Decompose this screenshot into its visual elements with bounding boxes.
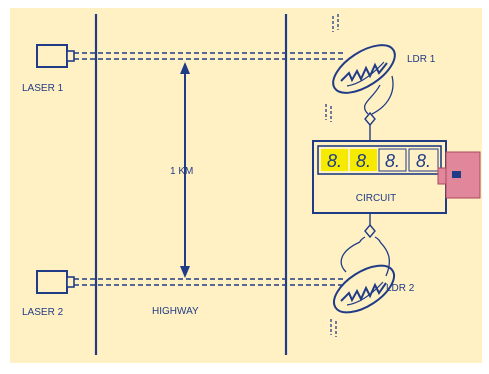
- laser-nozzle: [66, 50, 75, 62]
- distance-arrow: [180, 62, 190, 278]
- display-digit: 8.: [356, 151, 371, 171]
- display-digit-cell: [350, 149, 377, 171]
- ldr-body: [333, 264, 395, 314]
- laser-2: [36, 270, 75, 294]
- ldr-lead-left: [340, 241, 361, 273]
- circuit-label: CIRCUIT: [356, 193, 397, 204]
- ldr-1-label: LDR 1: [407, 54, 436, 65]
- laser-2-label: LASER 2: [22, 307, 64, 318]
- laser-emitter-icon: [36, 44, 68, 68]
- distance-label: 1 KM: [170, 166, 193, 177]
- arrow-up-icon: [180, 62, 190, 74]
- ldr-lead-right: [379, 241, 391, 277]
- arrow-down-icon: [180, 266, 190, 278]
- ldr-2-label: LDR 2: [386, 283, 415, 294]
- laser-nozzle: [66, 276, 75, 288]
- laser-beam-1: [74, 52, 346, 60]
- display-digit-cell: [378, 148, 407, 172]
- plug-body: [445, 151, 481, 199]
- laser-1: [36, 44, 75, 68]
- display-digit: 8.: [327, 151, 342, 171]
- ldr-body: [332, 44, 396, 94]
- display-digit-cell: [408, 148, 439, 172]
- ldr-connector: [364, 223, 376, 239]
- laser-1-label: LASER 1: [22, 83, 64, 94]
- display-digit: 8.: [416, 151, 431, 171]
- ldr-arc: [346, 281, 384, 306]
- plug-slot: [452, 171, 461, 178]
- highway-label: HIGHWAY: [152, 306, 199, 317]
- light-dependent-resistor-icon: [340, 282, 387, 303]
- ldr-arc: [346, 61, 385, 87]
- display-digit-cell: [321, 149, 348, 171]
- laser-emitter-icon: [36, 270, 68, 294]
- ldr-2: [330, 212, 395, 337]
- ldr-lead-right: [371, 75, 394, 115]
- circuit-box: 8. 8. 8. 8. CIRCUIT: [312, 140, 447, 214]
- ldr-lead-left: [363, 84, 381, 115]
- laser-beam-2: [74, 278, 346, 286]
- power-plug-icon: [437, 151, 481, 199]
- ldr-1: [325, 14, 396, 140]
- display-digit: 8.: [385, 151, 400, 171]
